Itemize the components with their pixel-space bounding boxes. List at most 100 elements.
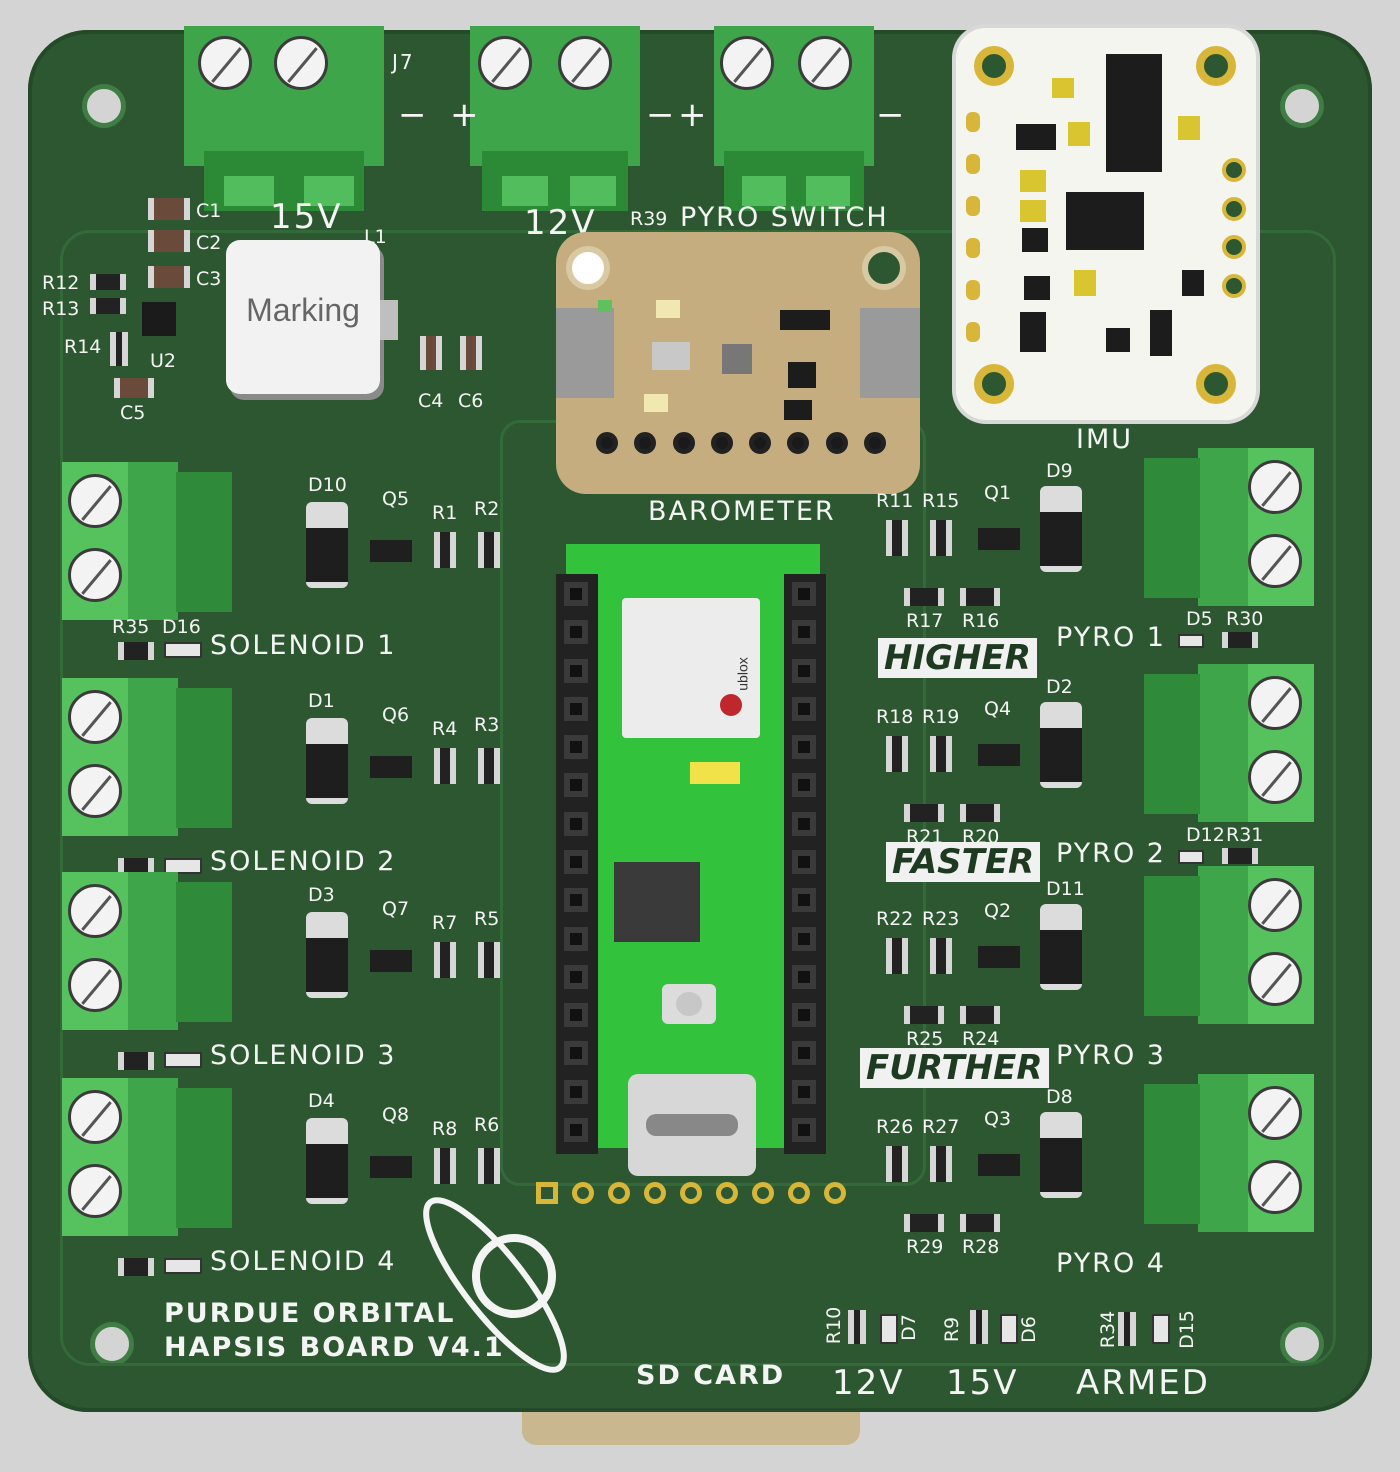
resistor [848,1310,866,1344]
resistor-ref: R1 [432,502,458,524]
header-pin [792,1041,816,1066]
mosfet [370,950,412,972]
screw [1248,676,1302,730]
resistor-ref: R28 [962,1236,1000,1258]
header-pin [564,888,588,913]
screw [1248,750,1302,804]
header-pin [564,773,588,798]
barometer-module [556,232,920,494]
resistor-ref: R31 [1226,824,1264,846]
ref-c6: C6 [458,390,484,412]
pyro-terminal [1144,664,1314,822]
resistor [478,1148,500,1184]
capacitor [148,266,190,288]
ref-r9: R9 [941,1316,964,1343]
resistor-ref: R11 [876,490,914,512]
mosfet [370,756,412,778]
sd-pad [572,1182,594,1204]
resistor [434,532,456,568]
screw [68,958,122,1012]
imu-header-right [1222,158,1246,298]
ref-d7: D7 [897,1314,920,1341]
regulator-ic [142,302,176,336]
imu-header-left [966,112,990,342]
diode-ref: D10 [308,474,347,496]
terminal-pyro-switch [714,26,874,211]
resistor [904,1214,944,1232]
sd-pad [716,1182,738,1204]
capacitor [148,198,190,220]
usb-c-port[interactable] [628,1074,756,1176]
resistor-ref: R8 [432,1118,458,1140]
solenoid-terminal [62,678,232,836]
slogan-faster: FASTER [886,842,1041,882]
ref-r39: R39 [630,208,668,230]
resistor-ref: R21 [906,826,944,848]
header-pin [564,696,588,721]
mosfet-ref: Q4 [984,698,1012,720]
imu-module [956,28,1256,420]
header-pin [564,964,588,989]
inductor-pad [380,300,398,340]
sd-pad [824,1182,846,1204]
header-pin [792,620,816,645]
diode [1040,702,1082,788]
sd-pad [788,1182,810,1204]
screw [1248,460,1302,514]
label-barometer: BAROMETER [648,496,836,527]
pyro-label: PYRO 2 [1056,838,1166,869]
header-pin [564,849,588,874]
barometer-header [596,432,886,462]
resistor-ref: R5 [474,908,500,930]
led-ref: D5 [1186,608,1213,630]
diode [306,1118,348,1204]
terminal-15v [184,26,384,211]
wireless-module: ublox [622,598,760,738]
mcu-pins-right [792,582,818,1142]
capacitor [148,230,190,252]
screw [68,764,122,818]
ref-l1: L1 [364,226,387,248]
sd-pad [752,1182,774,1204]
indicator-led [164,1052,202,1068]
resistor [90,298,126,314]
diode [1040,1112,1082,1198]
mosfet-ref: Q2 [984,900,1012,922]
ref-d6: D6 [1017,1316,1040,1343]
resistor [434,748,456,784]
polarity-plus: + [678,95,709,135]
bootsel-button[interactable] [662,984,716,1024]
sd-pad [608,1182,630,1204]
diode-ref: D8 [1046,1086,1073,1108]
screw [68,548,122,602]
diode [306,502,348,588]
resistor [434,1148,456,1184]
mounting-hole [1280,84,1324,128]
ref-c3: C3 [196,268,222,290]
status-led-12v [880,1314,898,1344]
resistor [478,532,500,568]
label-imu: IMU [1076,424,1134,455]
status-led-15v [1000,1314,1018,1344]
mosfet [370,1156,412,1178]
board-title-line1: PURDUE ORBITAL [164,1298,456,1329]
solenoid-label: SOLENOID 3 [210,1040,397,1071]
header-pin [792,1003,816,1028]
label-pyro-switch: PYRO SWITCH [680,202,889,233]
indicator-led [164,642,202,658]
ref-r34: R34 [1097,1310,1120,1349]
header-pin [792,582,816,606]
mosfet-ref: Q7 [382,898,410,920]
polarity-minus: − [876,95,907,135]
header-pin [792,696,816,721]
resistor-ref: R26 [876,1116,914,1138]
resistor-ref: R7 [432,912,458,934]
inductor-marking: Marking [246,292,360,328]
resistor-ref: R2 [474,498,500,520]
resistor [960,1214,1000,1232]
diode-ref: D11 [1046,878,1085,900]
mosfet [978,946,1020,968]
resistor [118,642,154,660]
mosfet-ref: Q1 [984,482,1012,504]
resistor-ref: R4 [432,718,458,740]
